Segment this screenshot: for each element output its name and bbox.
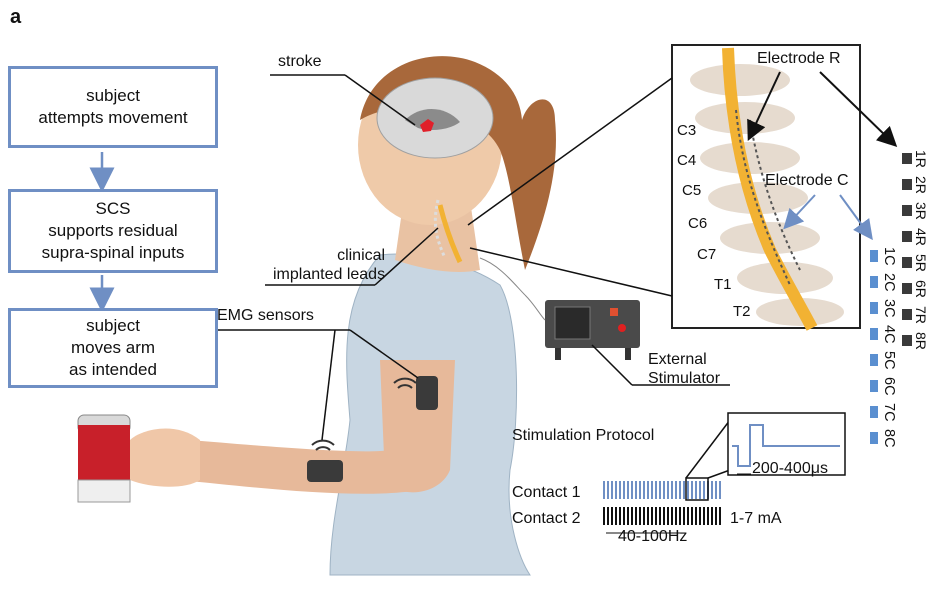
electrode-c-contact: [870, 354, 878, 366]
label-electrode-r: Electrode R: [757, 50, 841, 67]
electrode-r-contact-label: 5R: [913, 254, 929, 272]
electrode-c-contact-label: 6C: [881, 377, 897, 396]
electrode-c-contact-label: 4C: [881, 325, 897, 344]
electrode-c-contact-label: 8C: [881, 429, 897, 448]
label-leads: clinical implanted leads: [273, 247, 386, 283]
panel-letter: a: [10, 6, 22, 28]
flow-step-3: subject moves arm as intended: [8, 308, 218, 388]
electrode-r-contact-label: 4R: [913, 228, 929, 246]
spine-vertebrae: [690, 64, 844, 326]
vertebra-label: C3: [677, 122, 697, 139]
electrode-c-contact-label: 7C: [881, 403, 897, 422]
vertebra-label: C6: [688, 215, 708, 232]
label-contact2: Contact 2: [512, 510, 581, 527]
vertebra-label: T2: [733, 303, 751, 320]
stroke-lesion: [420, 119, 434, 132]
contact2-pulses: [603, 507, 721, 525]
label-amplitude: 1-7 mA: [730, 510, 782, 527]
electrode-r-contact: [902, 205, 912, 216]
electrode-r-contact-label: 3R: [913, 202, 929, 220]
electrode-r-contact-label: 7R: [913, 306, 929, 324]
emg-sensor-lower: [307, 460, 343, 482]
electrode-r-contact: [902, 153, 912, 164]
emg-sensor-upper: [416, 376, 438, 410]
electrode-r-contact-label: 8R: [913, 332, 929, 350]
electrode-r-contact-label: 2R: [913, 176, 929, 194]
electrode-c-contact: [870, 302, 878, 314]
label-stroke: stroke: [278, 53, 322, 70]
electrode-r-contact: [902, 309, 912, 320]
pulse-detail-box: [727, 412, 846, 476]
electrode-c-contact-label: 5C: [881, 351, 897, 370]
contact1-pulses: [603, 481, 721, 499]
label-protocol: Stimulation Protocol: [512, 427, 655, 444]
label-contact1: Contact 1: [512, 484, 581, 501]
electrode-r-contact: [902, 257, 912, 268]
electrode-r-contact-label: 1R: [913, 150, 929, 168]
hand: [130, 428, 200, 487]
vertebra-label: T1: [714, 276, 732, 293]
electrode-r-contact: [902, 179, 912, 190]
electrode-r-contact: [902, 283, 912, 294]
biphasic-waveform: [732, 424, 840, 467]
spinal-cord: [722, 47, 818, 331]
flow-step-2: SCS supports residual supra-spinal input…: [8, 189, 218, 273]
pulse-zoom-box: [685, 477, 709, 501]
vertebra-label: C5: [682, 182, 702, 199]
label-electrode-c: Electrode C: [765, 172, 849, 189]
implanted-leads: [437, 204, 463, 264]
vertebra-label: C7: [697, 246, 717, 263]
label-pulse-width: 200-400μs: [752, 460, 828, 477]
electrode-c-contact-label: 3C: [881, 299, 897, 318]
electrode-c-contact: [870, 276, 878, 288]
flow-step-1: subject attempts movement: [8, 66, 218, 148]
label-stimulator: External Stimulator: [648, 351, 721, 387]
electrode-r-contact-label: 6R: [913, 280, 929, 298]
vertebra-label: C4: [677, 152, 697, 169]
label-emg: EMG sensors: [217, 307, 314, 324]
can-label: [78, 425, 130, 480]
electrode-c-contact: [870, 432, 878, 444]
electrode-c-contact: [870, 250, 878, 262]
forearm: [180, 440, 420, 494]
electrode-r-contact: [902, 335, 912, 346]
electrode-r-contact: [902, 231, 912, 242]
electrode-c-contact: [870, 406, 878, 418]
can-bottom: [77, 479, 131, 503]
electrode-c-contact-label: 1C: [881, 247, 897, 266]
electrode-c-contact: [870, 328, 878, 340]
hair: [360, 56, 556, 270]
label-frequency: 40-100Hz: [618, 528, 688, 545]
electrode-c-contact-label: 2C: [881, 273, 897, 292]
electrode-c-contact: [870, 380, 878, 392]
